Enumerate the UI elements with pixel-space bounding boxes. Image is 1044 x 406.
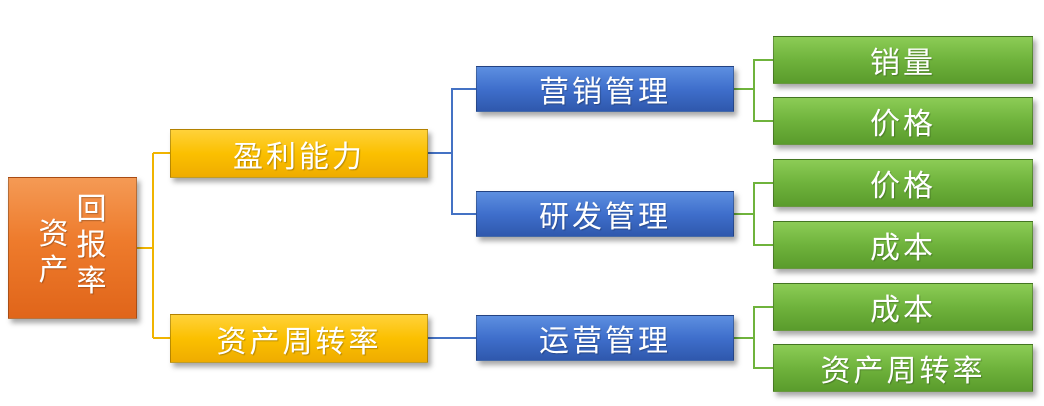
node-label: 盈利能力 [233, 139, 365, 175]
connector-profitability-bracket [451, 88, 476, 215]
root-char: 产 [38, 253, 69, 288]
node-cost-operations: 成本 [773, 283, 1033, 331]
node-asset-turnover-operations: 资产周转率 [773, 344, 1033, 392]
node-label: 营销管理 [539, 75, 671, 110]
node-asset-turnover: 资产周转率 [170, 314, 428, 363]
node-rnd-management: 研发管理 [476, 191, 734, 237]
node-cost-rnd: 成本 [773, 221, 1033, 269]
connector-rnd-bracket [753, 182, 773, 246]
node-label: 成本 [870, 231, 936, 266]
node-label: 资产周转率 [820, 354, 986, 389]
node-price-marketing: 价格 [773, 97, 1033, 145]
node-price-rnd: 价格 [773, 159, 1033, 207]
root-char: 率 [76, 264, 107, 299]
connector-operations-bracket [753, 306, 773, 369]
node-operations-management: 运营管理 [476, 315, 734, 361]
node-label: 价格 [870, 107, 936, 142]
root-char: 资 [38, 217, 69, 252]
node-label: 资产周转率 [216, 324, 382, 360]
node-label: 运营管理 [539, 324, 671, 359]
node-sales-volume: 销量 [773, 36, 1033, 84]
node-label: 销量 [870, 46, 936, 81]
node-label: 成本 [870, 293, 936, 328]
node-marketing-management: 营销管理 [476, 66, 734, 112]
root-char: 回 [76, 192, 107, 227]
root-label-left: 资 产 [39, 217, 69, 289]
node-label: 研发管理 [539, 200, 671, 235]
node-profitability: 盈利能力 [170, 129, 428, 178]
root-node-asset-return: 资 产 回 报 率 [8, 177, 137, 319]
connector-marketing-bracket [753, 59, 773, 122]
node-label: 价格 [870, 169, 936, 204]
root-label-right: 回 报 率 [77, 192, 107, 300]
root-char: 报 [76, 228, 107, 263]
